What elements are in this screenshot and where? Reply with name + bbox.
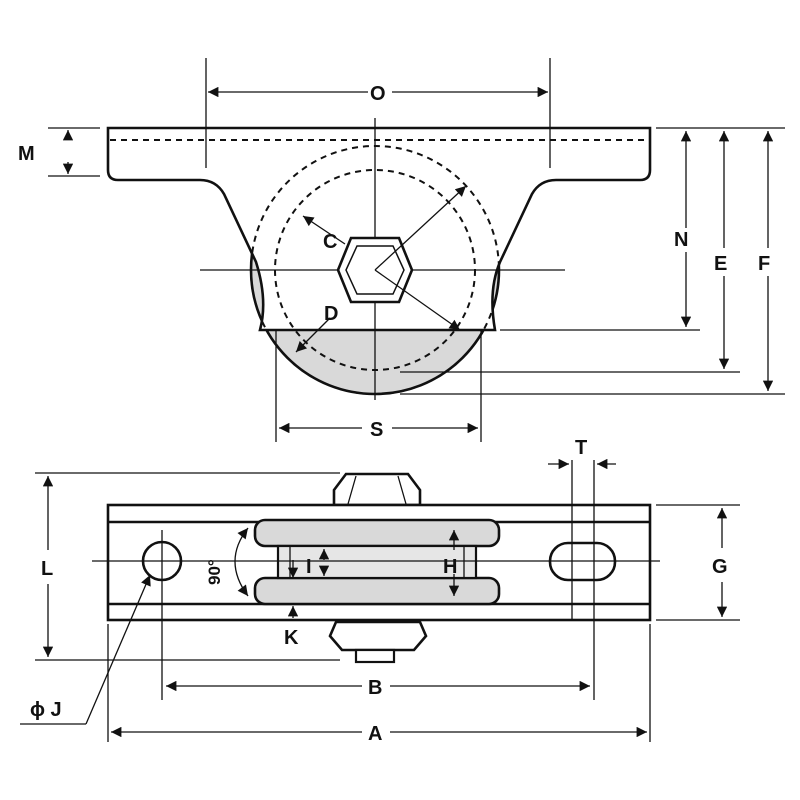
label-l: L (41, 558, 53, 580)
dim-arrow-c (374, 185, 467, 271)
dim-arrow-d (374, 269, 461, 331)
label-j: ϕ J (30, 699, 62, 721)
hex-nut-lower (328, 620, 428, 652)
hex-nut-upper (332, 472, 422, 507)
label-angle: 90° (205, 559, 224, 585)
label-e: E (714, 253, 727, 275)
label-a: A (368, 723, 382, 745)
label-t: T (575, 437, 587, 459)
wheel-flange-lower (253, 576, 501, 606)
top-view: C D O M N E F S (18, 58, 785, 442)
label-i: I (306, 556, 312, 578)
label-o: O (370, 83, 386, 105)
bottom-view: T L G I H K 90° B (20, 437, 740, 745)
label-b: B (368, 677, 382, 699)
label-g: G (712, 556, 728, 578)
wheel-flange-upper (253, 518, 501, 548)
label-c: C (323, 231, 337, 253)
label-d: D (324, 303, 338, 325)
bracket-body (106, 126, 652, 332)
wheel-hub (276, 544, 478, 580)
label-f: F (758, 253, 770, 275)
label-s: S (370, 419, 383, 441)
label-n: N (674, 229, 688, 251)
label-k: K (284, 627, 299, 649)
label-m: M (18, 143, 35, 165)
angle-arc (234, 527, 249, 597)
label-h: H (443, 556, 457, 578)
